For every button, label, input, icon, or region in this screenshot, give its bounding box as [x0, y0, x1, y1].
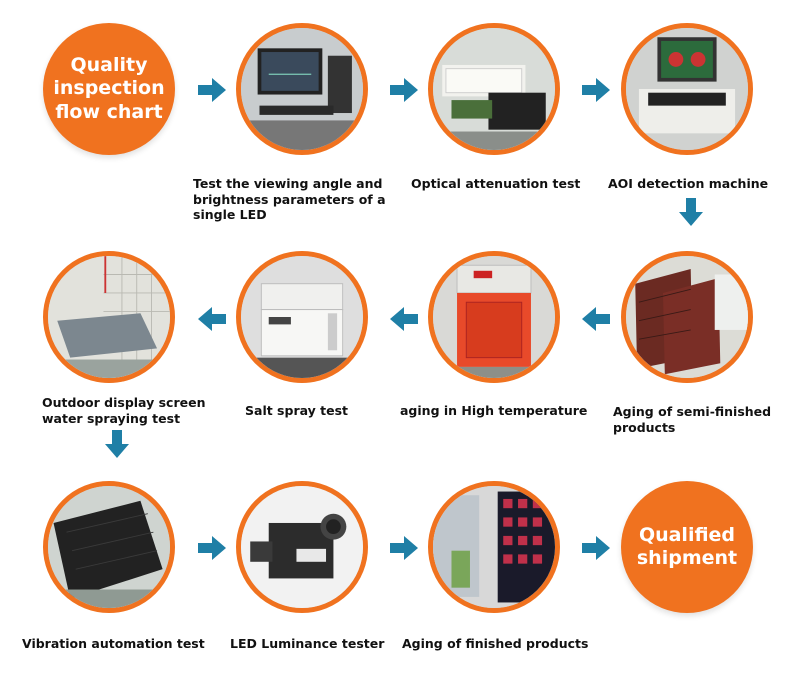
arrow-right-icon [198, 536, 226, 560]
step-label-aoi-machine: AOI detection machine [608, 176, 769, 191]
step-photo-finished-aging [428, 481, 560, 613]
step-photo-luminance-tester [236, 481, 368, 613]
title-text: Quality inspection flow chart [53, 54, 165, 123]
step-photo-high-temperature [428, 251, 560, 383]
arrow-right-icon [582, 78, 610, 102]
step-label-semi-finished-aging: Aging of semi-finished products [613, 404, 772, 435]
arrow-right-icon [582, 536, 610, 560]
end-circle: Qualified shipment [621, 481, 753, 613]
title-circle: Quality inspection flow chart [43, 23, 175, 155]
step-label-led-angle-test: Test the viewing angle and brightness pa… [193, 176, 386, 223]
step-photo-water-spraying [43, 251, 175, 383]
arrow-down-icon [105, 430, 129, 458]
step-photo-salt-spray [236, 251, 368, 383]
step-label-salt-spray: Salt spray test [245, 403, 349, 418]
arrow-left-icon [198, 307, 226, 331]
arrow-left-icon [390, 307, 418, 331]
arrow-left-icon [582, 307, 610, 331]
step-label-high-temperature: aging in High temperature [400, 403, 588, 418]
step-photo-vibration-test [43, 481, 175, 613]
arrow-right-icon [390, 536, 418, 560]
step-label-luminance-tester: LED Luminance tester [230, 636, 385, 651]
step-label-optical-attenuation: Optical attenuation test [411, 176, 581, 191]
arrow-down-icon [679, 198, 703, 226]
step-photo-led-angle-test [236, 23, 368, 155]
arrow-right-icon [198, 78, 226, 102]
step-photo-optical-attenuation [428, 23, 560, 155]
step-photo-semi-finished-aging [621, 251, 753, 383]
step-label-vibration-test: Vibration automation test [22, 636, 205, 651]
step-photo-aoi-machine [621, 23, 753, 155]
step-label-water-spraying: Outdoor display screen water spraying te… [42, 395, 206, 426]
arrow-right-icon [390, 78, 418, 102]
step-label-finished-aging: Aging of finished products [402, 636, 589, 651]
end-text: Qualified shipment [636, 523, 738, 569]
